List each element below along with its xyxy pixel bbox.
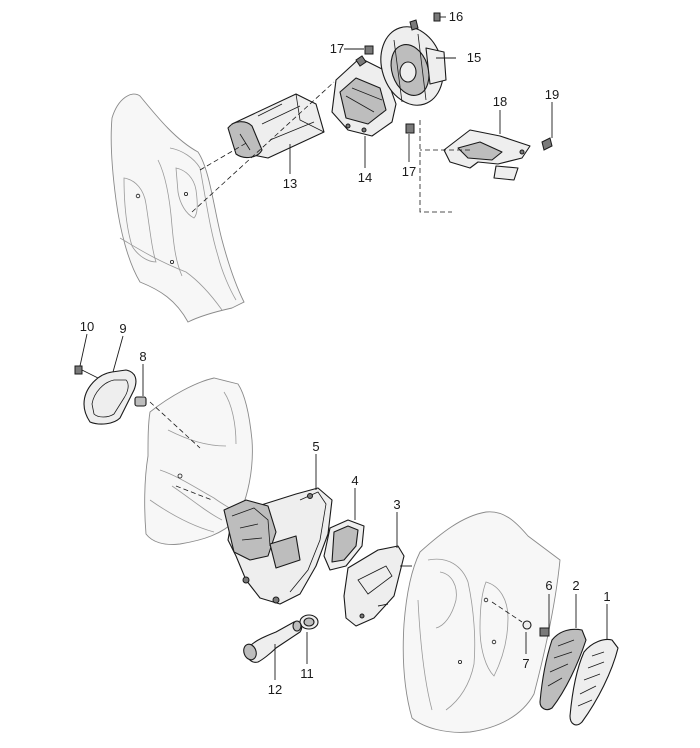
callout-10: 10 [80,319,94,334]
screw-6[interactable] [539,627,550,637]
blower-fan-15[interactable] [371,19,453,114]
lower-right-body-panel [402,511,561,733]
inner-body-panel [144,377,253,545]
cover-plate-3[interactable] [343,545,412,627]
callout-4: 4 [351,473,358,488]
callout-18: 18 [493,94,507,109]
callout-16: 16 [449,9,463,24]
clip-17-lower[interactable] [405,123,415,134]
washer-7[interactable] [522,620,532,630]
callout-17-lower: 17 [402,164,416,179]
callout-9: 9 [119,321,126,336]
screw-16[interactable] [433,12,446,22]
grommet-11[interactable] [299,614,319,630]
bracket-18[interactable] [443,129,531,181]
grille-1[interactable] [569,638,619,726]
callout-5: 5 [312,439,319,454]
air-duct-13[interactable] [227,93,325,159]
drain-hose-12[interactable] [242,620,303,663]
nut-8[interactable] [134,396,147,407]
callout-15: 15 [467,50,481,65]
leader-lines [79,48,608,680]
clip-17-upper[interactable] [364,45,374,55]
upper-body-panel [110,93,245,323]
callout-7: 7 [522,656,529,671]
callout-6: 6 [545,578,552,593]
callout-11: 11 [300,666,314,681]
frame-9[interactable] [83,369,137,425]
screw-10[interactable] [74,365,99,379]
gasket-frame-4[interactable] [323,519,365,571]
fan-housing-14[interactable] [331,55,397,137]
alignment-lines [149,81,523,623]
callout-13: 13 [283,176,297,191]
callout-labels: 1 2 3 4 5 6 7 8 9 10 11 12 13 14 15 16 1… [80,9,611,697]
callout-14: 14 [358,170,372,185]
callout-17-upper: 17 [330,41,344,56]
bolt-19[interactable] [541,137,553,151]
callout-19: 19 [545,87,559,102]
callout-1: 1 [603,589,610,604]
intake-housing-5[interactable] [223,487,333,605]
callout-2: 2 [572,578,579,593]
inner-grille-2[interactable] [539,628,587,711]
callout-8: 8 [139,349,146,364]
callout-12: 12 [268,682,282,697]
callout-3: 3 [393,497,400,512]
